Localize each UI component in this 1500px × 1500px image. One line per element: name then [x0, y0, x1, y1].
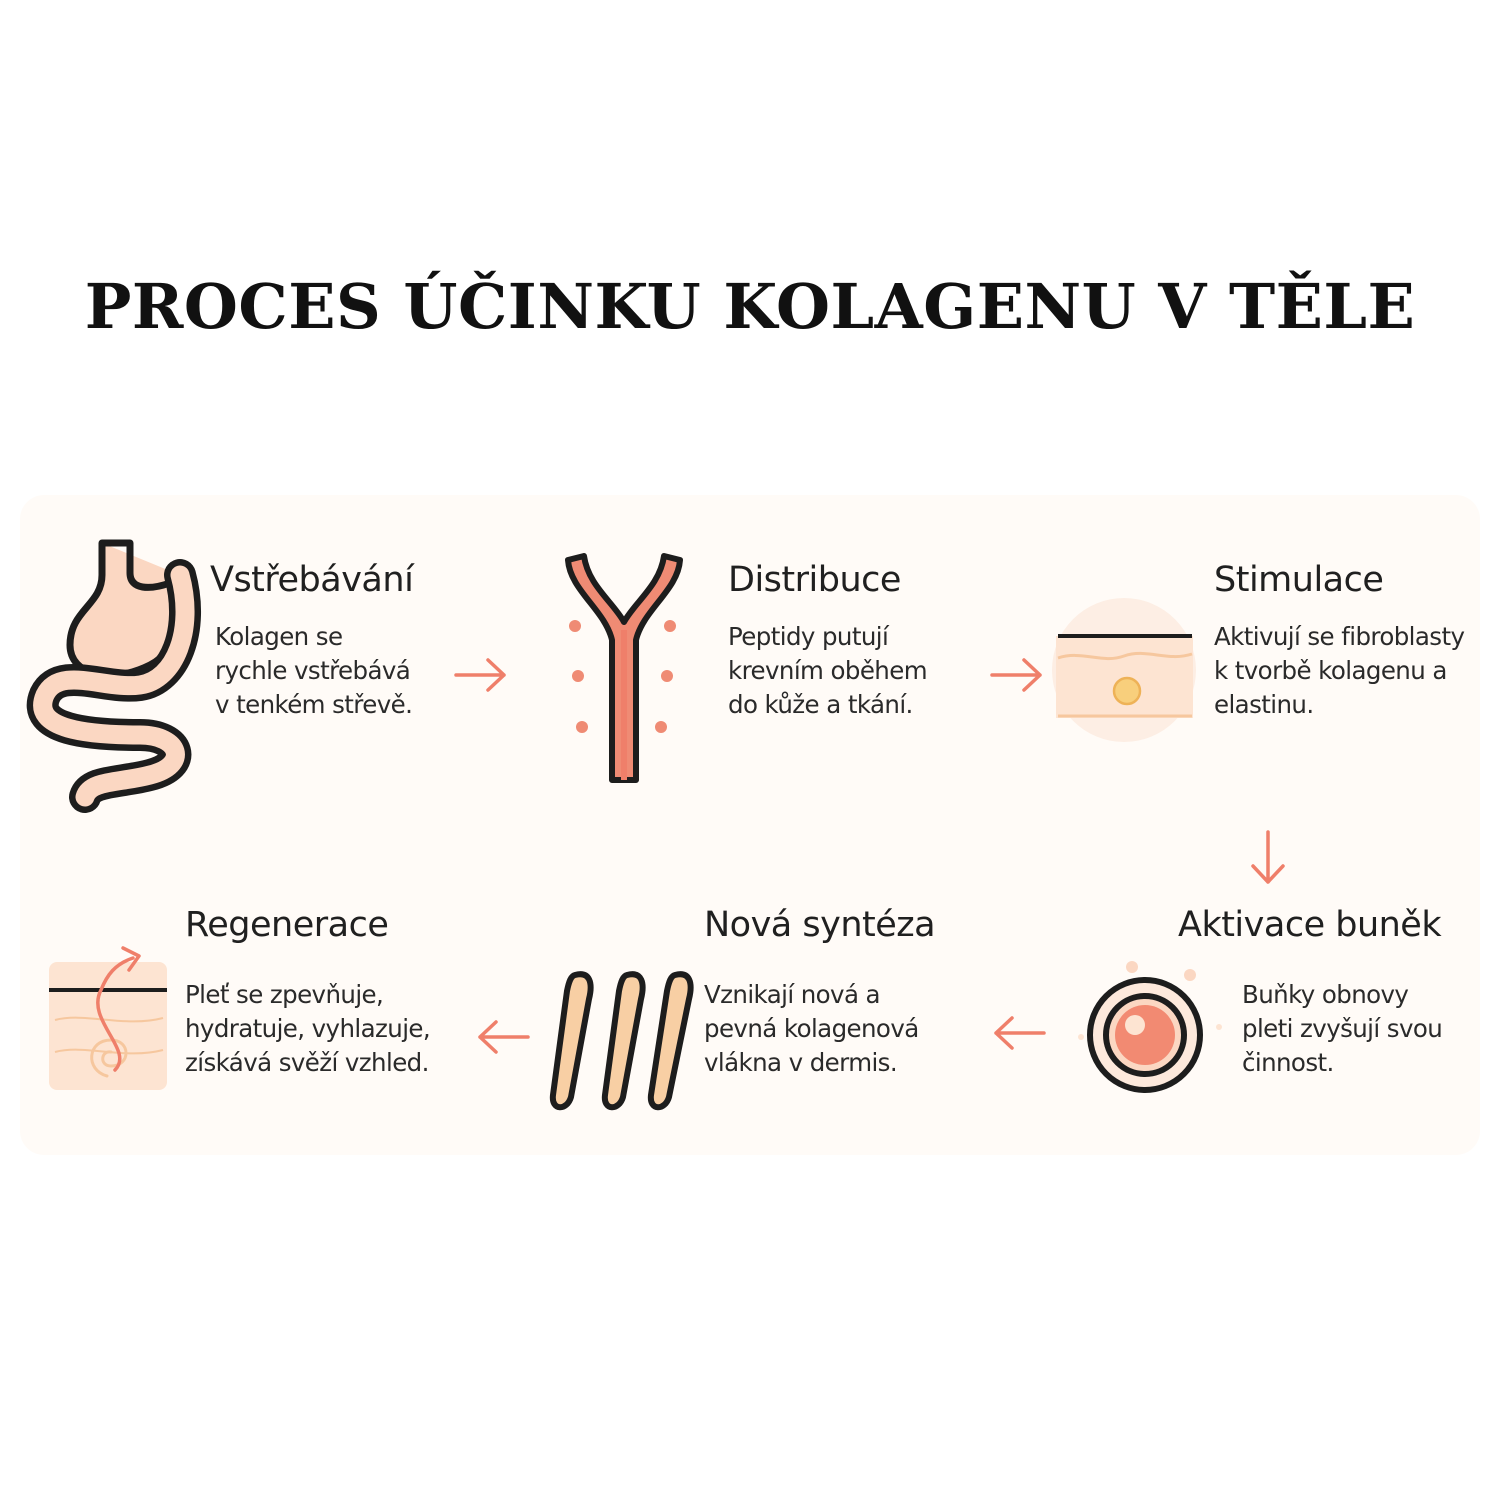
arrow-left-icon [478, 1020, 530, 1054]
step-title: Distribuce [728, 560, 901, 600]
skin-layer-icon [1052, 598, 1196, 742]
step-description: Buňky obnovy pleti zvyšují svou činnost. [1242, 980, 1443, 1077]
step-description: Vznikají nová a pevná kolagenová vlákna … [704, 980, 919, 1077]
page-title: PROCES ÚČINKU KOLAGENU V TĚLE [84, 270, 1416, 343]
step-title: Nová syntéza [704, 905, 936, 945]
collagen-fibers-icon [549, 971, 694, 1111]
step-title: Vstřebávání [210, 560, 414, 600]
skin-regeneration-icon [49, 946, 167, 1090]
arrow-left-icon [994, 1016, 1046, 1050]
step-description: Kolagen se rychle vstřebává v tenkém stř… [215, 622, 413, 719]
intestine-icon [26, 539, 202, 813]
blood-vessel-icon [565, 553, 683, 783]
process-panel [20, 495, 1480, 1155]
arrow-right-icon [454, 658, 506, 692]
step-title: Aktivace buněk [1178, 905, 1442, 945]
arrow-right-icon [990, 658, 1042, 692]
arrow-down-icon [1251, 830, 1285, 884]
cell-icon [1078, 961, 1222, 1093]
step-title: Regenerace [185, 905, 389, 945]
step-description: Peptidy putují krevním oběhem do kůže a … [728, 622, 928, 719]
step-title: Stimulace [1214, 560, 1384, 600]
step-description: Aktivují se fibroblasty k tvorbě kolagen… [1214, 622, 1465, 719]
step-description: Pleť se zpevňuje, hydratuje, vyhlazuje, … [185, 980, 431, 1077]
